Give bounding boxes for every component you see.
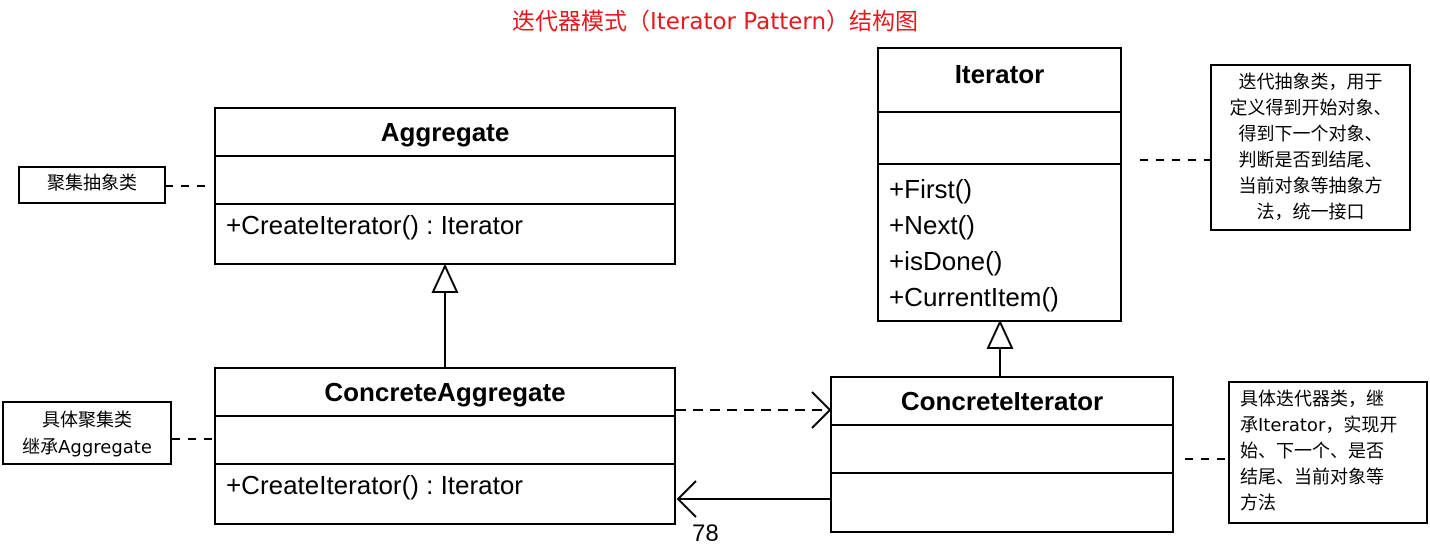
concrete-iterator-note-line: 方法 xyxy=(1240,493,1276,514)
iterator-operation-isdone: +isDone() xyxy=(889,246,1003,276)
iterator-note-line: 判断是否到结尾、 xyxy=(1238,150,1383,171)
concrete-iterator-note: 具体迭代器类，继 承Iterator，实现开 始、下一个、是否 结尾、当前对象等… xyxy=(1228,381,1428,524)
aggregate-class: Aggregate +CreateIterator() : Iterator xyxy=(214,107,676,265)
diagram-title: 迭代器模式（Iterator Pattern）结构图 xyxy=(511,9,919,35)
concrete-iterator-note-line: 具体迭代器类，继 xyxy=(1240,389,1384,410)
iterator-note-line: 定义得到开始对象、 xyxy=(1229,98,1392,119)
iterator-operation-next: +Next() xyxy=(889,210,975,240)
concrete-aggregate-attributes xyxy=(216,417,674,465)
aggregate-association-arrowhead xyxy=(676,480,697,518)
concrete-iterator-attributes xyxy=(832,426,1172,474)
concrete-aggregate-class: ConcreteAggregate +CreateIterator() : It… xyxy=(214,367,676,525)
concrete-aggregate-note-line: 继承Aggregate xyxy=(22,437,152,458)
concrete-aggregate-operations: +CreateIterator() : Iterator xyxy=(216,465,674,503)
page-number: 78 xyxy=(692,520,719,547)
concrete-aggregate-operation: +CreateIterator() : Iterator xyxy=(226,470,523,500)
iterator-note-line: 当前对象等抽象方 xyxy=(1238,176,1383,197)
iterator-class-name: Iterator xyxy=(879,49,1120,113)
iterator-note-line: 迭代抽象类，用于 xyxy=(1238,72,1383,93)
aggregate-operation: +CreateIterator() : Iterator xyxy=(226,210,523,240)
aggregate-attributes xyxy=(216,157,674,205)
iterator-note-line: 法，统一接口 xyxy=(1256,202,1365,223)
aggregate-class-name: Aggregate xyxy=(216,109,674,157)
iterator-note: 迭代抽象类，用于 定义得到开始对象、 得到下一个对象、 判断是否到结尾、 当前对… xyxy=(1210,64,1411,231)
concrete-aggregate-note: 具体聚集类 继承Aggregate xyxy=(2,401,172,465)
aggregate-generalization-arrowhead xyxy=(431,263,459,293)
aggregate-note: 聚集抽象类 xyxy=(18,166,166,204)
aggregate-note-line: 聚集抽象类 xyxy=(47,173,137,194)
concrete-aggregate-class-name: ConcreteAggregate xyxy=(216,369,674,417)
concrete-iterator-class: ConcreteIterator xyxy=(830,376,1174,533)
iterator-class: Iterator +First() +Next() +isDone() +Cur… xyxy=(877,47,1122,322)
iterator-attributes xyxy=(879,113,1120,165)
aggregate-operations: +CreateIterator() : Iterator xyxy=(216,205,674,243)
iterator-operations: +First() +Next() +isDone() +CurrentItem(… xyxy=(879,165,1120,315)
concrete-iterator-note-line: 承Iterator，实现开 xyxy=(1240,415,1398,436)
concrete-aggregate-note-line: 具体聚集类 xyxy=(42,410,132,431)
iterator-operation-currentitem: +CurrentItem() xyxy=(889,282,1059,312)
concrete-iterator-note-line: 结尾、当前对象等 xyxy=(1240,467,1384,488)
concrete-iterator-note-line: 始、下一个、是否 xyxy=(1240,441,1384,462)
iterator-note-line: 得到下一个对象、 xyxy=(1238,124,1383,145)
iterator-operation-first: +First() xyxy=(889,174,973,204)
iterator-generalization-arrowhead xyxy=(986,319,1014,349)
concrete-iterator-class-name: ConcreteIterator xyxy=(832,378,1172,426)
